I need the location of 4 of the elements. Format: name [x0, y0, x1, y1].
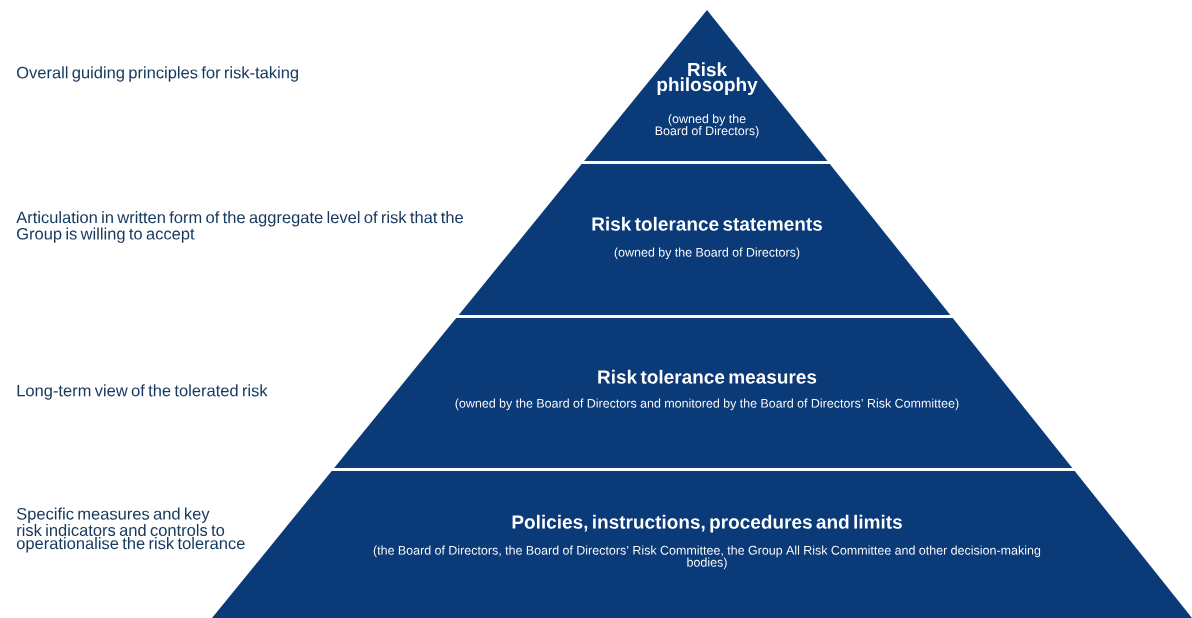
side-description: Long-term view of the tolerated risk	[17, 384, 268, 400]
pyramid-band: Risk tolerance measures (owned by the Board of Directors and monitored by the Board of Directors’ Risk Committee)	[334, 318, 1073, 468]
side-description: Overall guiding principles for risk-taking	[17, 66, 298, 82]
pyramid-band: Risk philosophy (owned by the Board of Directors)	[584, 10, 828, 161]
